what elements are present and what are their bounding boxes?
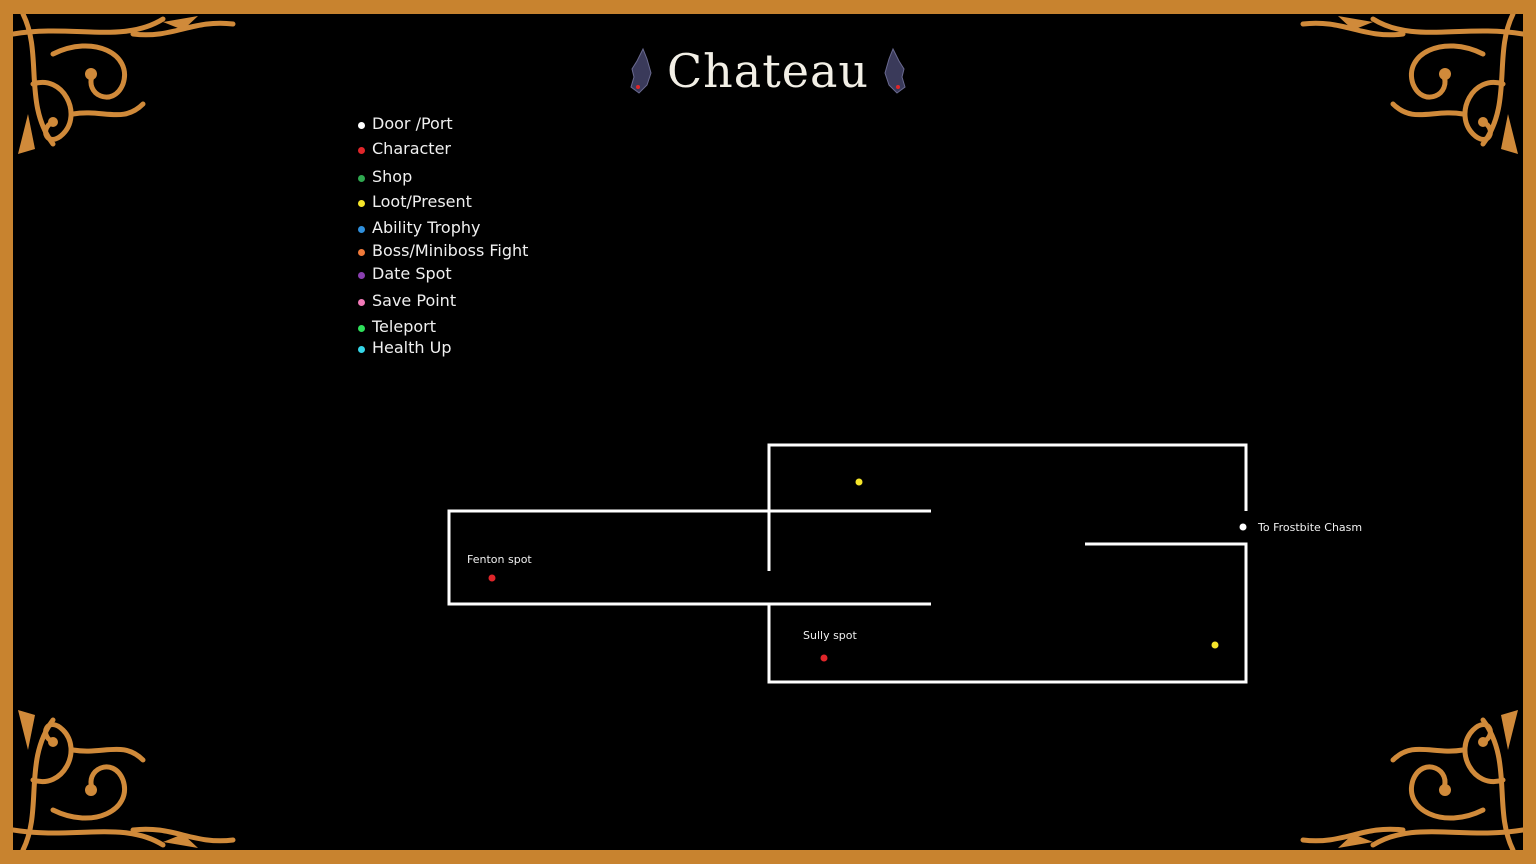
legend-item: Date Spot [358,264,452,283]
legend-dot-icon [358,346,365,353]
page-title: Chateau [666,44,869,98]
bat-icon-left [629,47,652,94]
label-to-frostbite-chasm: To Frostbite Chasm [1257,521,1362,534]
legend-dot-icon [358,226,365,233]
map-layout: Fenton spot Sully spot To Frostbite Chas… [447,443,1362,684]
ornament-bottom-left-icon [13,710,236,850]
room-walls [447,443,1248,684]
label-sully-spot: Sully spot [803,629,858,642]
door-marker-frostbite[interactable] [1239,523,1247,531]
ornament-top-left-icon [13,14,236,154]
legend-dot-icon [358,299,365,306]
character-marker-fenton[interactable] [488,574,496,582]
legend-dot-icon [358,325,365,332]
legend-dot-icon [358,147,365,154]
legend-label: Boss/Miniboss Fight [372,241,529,260]
loot-marker-upper[interactable] [855,478,863,486]
legend-dot-icon [358,175,365,182]
legend-item: Character [358,139,451,158]
legend-dot-icon [358,200,365,207]
legend-item: Door /Port [358,114,453,133]
legend-dot-icon [358,249,365,256]
legend-label: Character [372,139,451,158]
legend-item: Teleport [358,317,436,336]
legend-label: Door /Port [372,114,453,133]
wall-left-room [447,509,931,606]
legend-item: Loot/Present [358,192,472,211]
legend-label: Teleport [372,317,436,336]
legend-label: Health Up [372,338,452,357]
legend-item: Ability Trophy [358,218,480,237]
character-marker-sully[interactable] [820,654,828,662]
legend-label: Date Spot [372,264,452,283]
loot-marker-lower[interactable] [1211,641,1219,649]
legend-item: Health Up [358,338,452,357]
legend-label: Ability Trophy [372,218,481,237]
legend-label: Shop [372,167,413,186]
legend-label: Save Point [372,291,457,310]
legend-dot-icon [358,122,365,129]
ornament-top-right-icon [1300,14,1523,154]
legend-item: Boss/Miniboss Fight [358,241,528,260]
label-fenton-spot: Fenton spot [467,553,532,566]
wall-upper-room [767,443,1248,571]
legend-label: Loot/Present [372,192,472,211]
legend-item: Shop [358,167,412,186]
wall-lower-room [767,542,1248,684]
bat-icon-right [884,47,907,94]
legend-item: Save Point [358,291,456,310]
ornament-bottom-right-icon [1300,710,1523,850]
legend-dot-icon [358,272,365,279]
title-bar: Chateau [13,44,1523,98]
